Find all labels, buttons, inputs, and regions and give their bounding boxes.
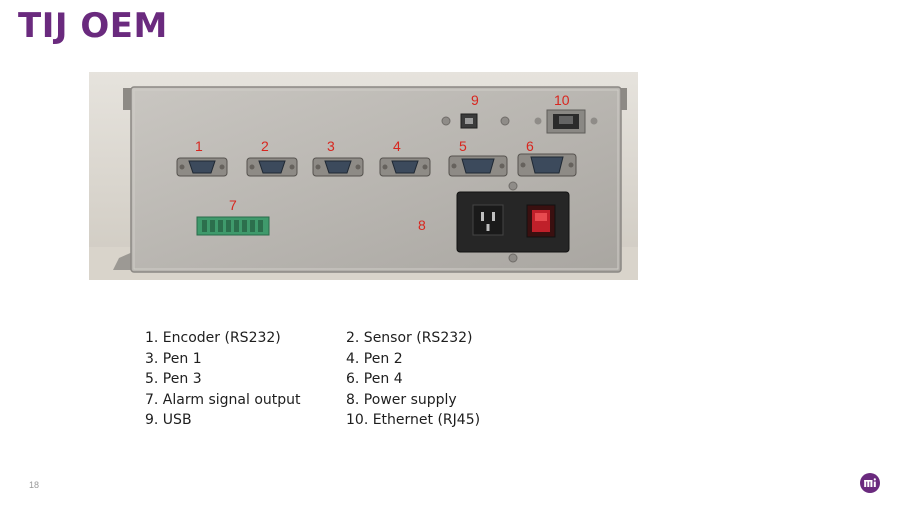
- port-label-3: 3: [327, 138, 335, 154]
- port-label-9: 9: [471, 92, 479, 108]
- mi-logo-icon: [860, 473, 880, 493]
- legend-item-pen-4: 6. Pen 4: [346, 371, 403, 387]
- port-label-1: 1: [195, 138, 203, 154]
- slide-title: TIJ OEM: [18, 6, 168, 46]
- page-number: 18: [29, 480, 40, 490]
- legend-item-pen-1: 3. Pen 1: [145, 350, 202, 367]
- port-label-7: 7: [229, 197, 237, 213]
- device-rear-panel-photo: 1 2 3 4 5 6 7 8 9 10: [89, 72, 638, 280]
- port-label-10: 10: [554, 92, 570, 108]
- port-label-8: 8: [418, 217, 426, 233]
- legend-item-pen-3: 5. Pen 3: [145, 371, 202, 387]
- port-label-4: 4: [393, 138, 401, 154]
- legend-item-pen-2: 4. Pen 2: [346, 350, 403, 367]
- legend-item-usb: 9. USB: [145, 412, 192, 428]
- port-label-5: 5: [459, 138, 467, 154]
- legend-item-sensor: 2. Sensor (RS232): [346, 330, 473, 346]
- legend-item-encoder: 1. Encoder (RS232): [145, 330, 281, 346]
- legend-item-ethernet: 10. Ethernet (RJ45): [346, 412, 481, 428]
- port-label-2: 2: [261, 138, 269, 154]
- port-legend: 1. Encoder (RS232) 2. Sensor (RS232) 3. …: [145, 329, 506, 430]
- legend-item-alarm-signal-output: 7. Alarm signal output: [145, 391, 301, 408]
- port-label-6: 6: [526, 138, 534, 154]
- legend-item-power-supply: 8. Power supply: [346, 391, 457, 408]
